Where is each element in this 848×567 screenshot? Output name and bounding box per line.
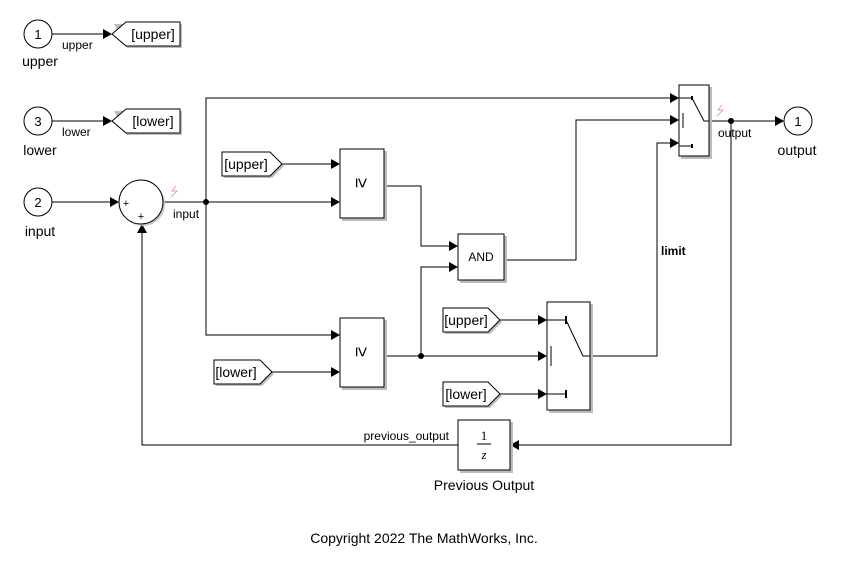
outport-output[interactable]: 1 output <box>778 106 817 158</box>
switch-icon <box>679 96 709 148</box>
signal-label-lower: lower <box>62 125 91 139</box>
outport-name: output <box>778 142 817 158</box>
wire-previous-output[interactable] <box>141 231 458 446</box>
from-tag: [upper] <box>444 312 488 328</box>
arrow-head <box>103 29 112 39</box>
goto-tag: [lower] <box>132 113 173 129</box>
goto-tag: [upper] <box>131 26 175 42</box>
from-lower-1[interactable]: [lower] <box>213 359 274 386</box>
compare-lower-block[interactable]: ≥ <box>339 317 387 390</box>
sum-sign: + <box>123 198 129 210</box>
compare-operator: ≥ <box>352 347 372 357</box>
logic-operator: AND <box>468 250 494 264</box>
switch-icon <box>547 316 590 398</box>
inport-name: input <box>25 223 55 239</box>
from-lower-2[interactable]: [lower] <box>442 381 502 408</box>
goto-lower[interactable]: [lower] <box>111 108 182 135</box>
signal-label-previous-output: previous_output <box>364 429 450 443</box>
inport-name: lower <box>23 142 57 158</box>
outport-number: 1 <box>794 114 801 129</box>
inport-lower[interactable]: 3 lower <box>23 106 57 158</box>
inport-number: 3 <box>34 114 41 129</box>
wire-limit[interactable] <box>590 142 672 357</box>
signal-label-output: output <box>718 126 752 140</box>
wire-and-out[interactable] <box>504 119 672 261</box>
compare-upper-block[interactable]: ≥ <box>339 148 387 221</box>
logic-and-block[interactable]: AND <box>457 233 507 283</box>
inport-input[interactable]: 2 input <box>23 187 55 239</box>
sum-sign: + <box>138 211 144 223</box>
inport-name: upper <box>22 53 58 69</box>
inport-upper[interactable]: 1 upper <box>22 19 58 69</box>
signal-label-limit: limit <box>661 244 686 258</box>
copyright-text: Copyright 2022 The MathWorks, Inc. <box>310 530 538 546</box>
wire-input-to-compare-lower[interactable] <box>205 202 333 336</box>
output-switch-block[interactable] <box>678 84 712 159</box>
from-upper-1[interactable]: [upper] <box>221 151 284 178</box>
from-tag: [lower] <box>215 364 256 380</box>
wire-compare-upper-out[interactable] <box>384 185 451 247</box>
wire-input-to-switch[interactable] <box>205 97 672 202</box>
signal-label-input: input <box>173 207 200 221</box>
unit-delay-block[interactable]: 1 z Previous Output <box>434 419 534 493</box>
compare-operator: ≥ <box>352 178 372 188</box>
unit-delay-name: Previous Output <box>434 477 534 493</box>
warning-icon <box>716 104 725 117</box>
inport-number: 1 <box>34 27 41 42</box>
delay-denominator: z <box>480 447 486 462</box>
wire-to-and-in2[interactable] <box>420 266 451 356</box>
arrow-head <box>110 197 119 207</box>
wire-output-feedback[interactable] <box>517 121 732 446</box>
inport-number: 2 <box>34 195 41 210</box>
signal-label-upper: upper <box>62 38 93 52</box>
warning-icon <box>170 185 179 198</box>
arrow-head <box>103 116 112 126</box>
from-tag: [lower] <box>445 386 486 402</box>
wires <box>52 29 784 450</box>
goto-upper[interactable]: [upper] <box>111 21 182 48</box>
delay-numerator: 1 <box>481 428 488 443</box>
from-tag: [upper] <box>224 156 268 172</box>
sum-block[interactable]: + + <box>118 179 165 226</box>
from-upper-2[interactable]: [upper] <box>442 307 502 334</box>
limit-switch-block[interactable] <box>546 301 593 413</box>
